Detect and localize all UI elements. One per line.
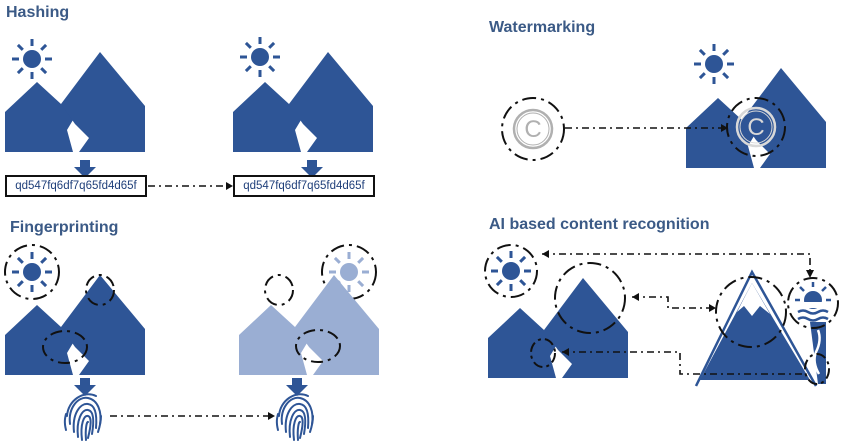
sun-icon bbox=[10, 37, 54, 81]
selection-circle bbox=[804, 353, 830, 385]
selection-circle bbox=[295, 329, 341, 363]
arrow-head bbox=[562, 348, 569, 356]
arrow-head bbox=[721, 124, 728, 132]
mountain-icon bbox=[239, 275, 379, 375]
selection-circle bbox=[726, 97, 786, 157]
mountain-icon bbox=[5, 275, 145, 375]
hashing-section bbox=[5, 35, 373, 190]
dashdot-connector bbox=[542, 253, 811, 272]
selection-circle bbox=[554, 262, 626, 334]
sun-icon bbox=[692, 42, 736, 86]
arrow-head bbox=[709, 304, 716, 312]
heading-fingerprinting: Fingerprinting bbox=[10, 219, 119, 236]
selection-circle bbox=[85, 274, 115, 306]
watermarking-section: C C bbox=[501, 42, 826, 168]
copyright-icon: C bbox=[512, 108, 554, 150]
selection-circle bbox=[264, 274, 294, 306]
arrow-head bbox=[632, 293, 639, 301]
selection-circle bbox=[530, 338, 556, 368]
heading-ai-recognition: AI based content recognition bbox=[489, 216, 710, 233]
mountain-icon bbox=[5, 52, 145, 152]
selection-circle bbox=[4, 244, 60, 300]
hash-box-left: qd547fq6df7q65fd4d65f bbox=[5, 175, 147, 197]
heading-watermarking: Watermarking bbox=[489, 19, 596, 36]
hash-box-right: qd547fq6df7q65fd4d65f bbox=[233, 175, 375, 197]
sun-icon bbox=[238, 35, 282, 79]
selection-circle bbox=[42, 330, 88, 364]
arrow-down-icon bbox=[74, 378, 96, 396]
selection-circle bbox=[787, 277, 839, 329]
svg-text:C: C bbox=[747, 114, 764, 141]
mountain-lake-icon bbox=[694, 269, 832, 387]
svg-text:C: C bbox=[524, 116, 541, 143]
arrow-head bbox=[268, 412, 275, 420]
arrow-down-icon bbox=[286, 378, 308, 396]
dashdot-connector bbox=[632, 296, 712, 309]
selection-circle bbox=[321, 244, 377, 300]
arrow-head bbox=[226, 182, 233, 190]
copyright-icon: C bbox=[735, 106, 777, 148]
selection-circle bbox=[501, 97, 565, 161]
arrow-head bbox=[542, 250, 549, 258]
selection-circle bbox=[484, 244, 538, 298]
heading-hashing: Hashing bbox=[6, 4, 70, 21]
mountain-icon bbox=[233, 52, 373, 152]
fingerprinting-section bbox=[4, 244, 379, 441]
sun-icon bbox=[489, 249, 533, 293]
ai-recognition-section bbox=[484, 244, 839, 387]
selection-circle bbox=[715, 276, 787, 348]
fingerprint-icon bbox=[63, 393, 102, 441]
arrow-head bbox=[806, 270, 814, 278]
sun-icon bbox=[10, 250, 54, 294]
fingerprint-icon bbox=[275, 393, 314, 441]
